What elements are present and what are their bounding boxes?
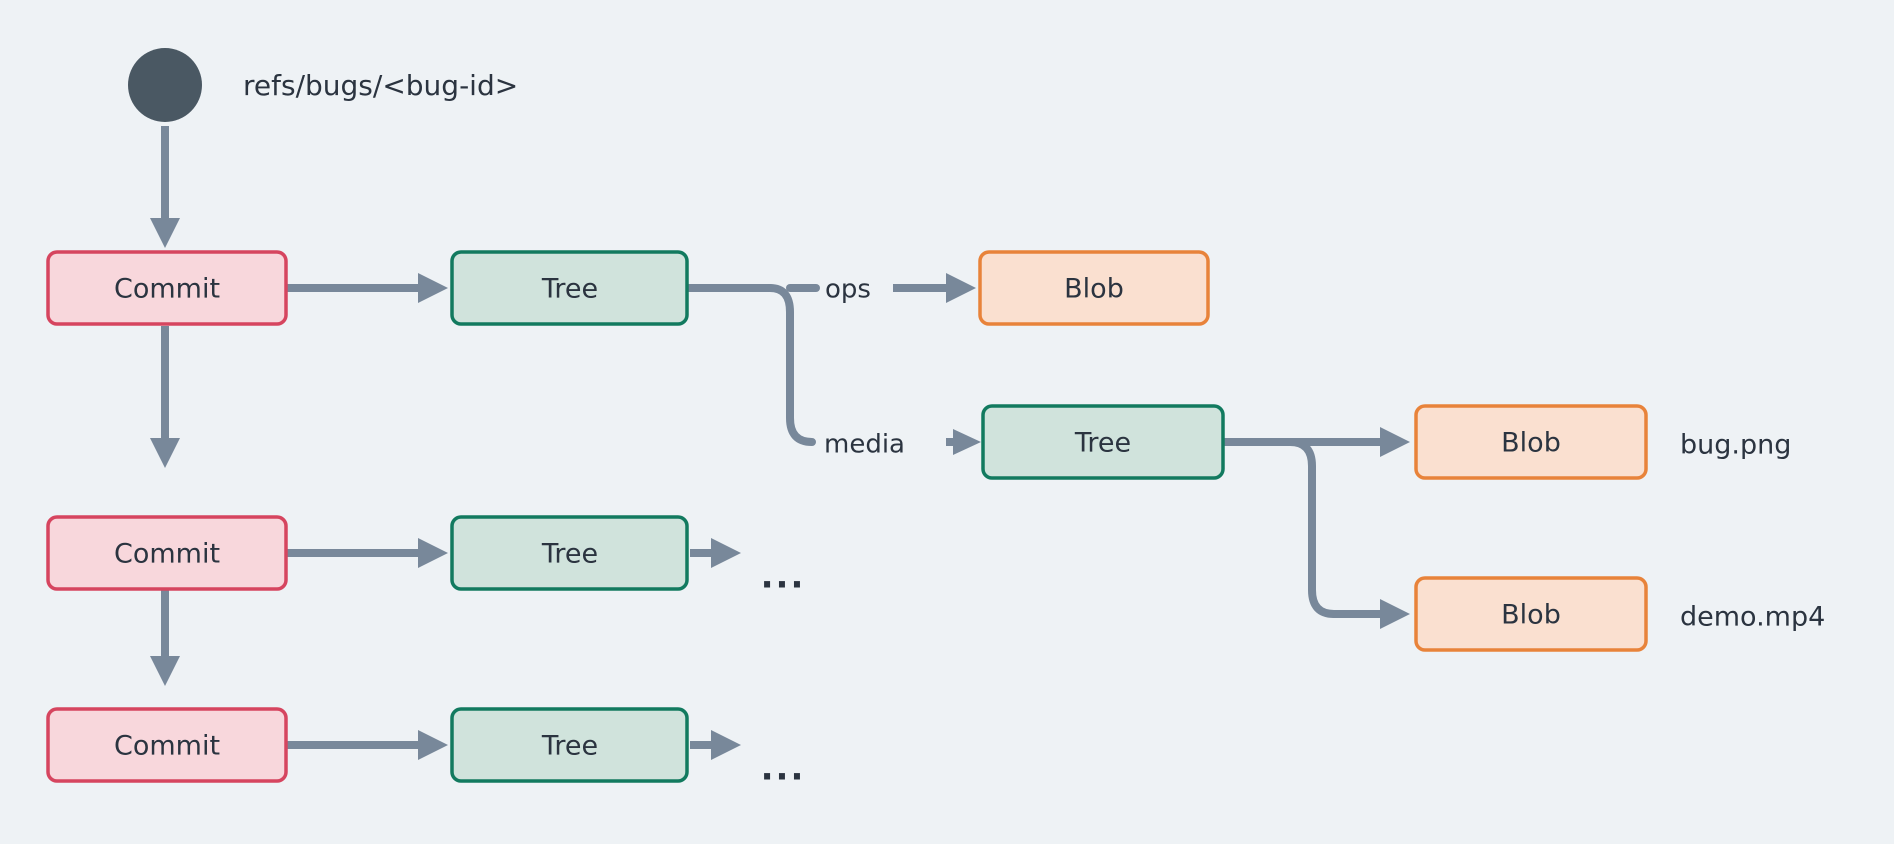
arrowhead-right-icon — [1380, 599, 1410, 629]
arrowhead-down-icon — [150, 218, 180, 248]
edge-commit1-to-commit2 — [150, 326, 180, 468]
arrowhead-down-icon — [150, 438, 180, 468]
arrowhead-right-icon — [418, 730, 448, 760]
ellipsis-row-2: ... — [761, 557, 806, 597]
arrowhead-right-icon — [1380, 427, 1410, 457]
node-tree-1-label: Tree — [541, 274, 598, 305]
file-label-bug-png: bug.png — [1680, 430, 1791, 461]
arrowhead-right-icon — [953, 429, 981, 455]
edge-media-to-treemedia — [946, 429, 981, 455]
edge-ref-to-commit1 — [150, 126, 180, 248]
node-tree-2-label: Tree — [541, 539, 598, 570]
edge-commit1-to-tree1 — [286, 273, 448, 303]
edge-treemedia-branch — [1218, 427, 1410, 629]
edge-commit3-to-tree3 — [286, 730, 448, 760]
node-blob-demo-label: Blob — [1501, 600, 1561, 631]
node-commit-3-label: Commit — [114, 731, 220, 762]
node-blob-ops[interactable]: Blob — [978, 250, 1210, 326]
node-tree-2[interactable]: Tree — [450, 515, 689, 591]
node-tree-media-label: Tree — [1074, 428, 1131, 459]
arrowhead-right-icon — [418, 273, 448, 303]
ellipsis-row-3: ... — [761, 749, 806, 789]
node-blob-ops-label: Blob — [1064, 274, 1124, 305]
node-blob-demo[interactable]: Blob — [1414, 576, 1648, 652]
edge-tree2-to-ellipsis — [690, 538, 741, 568]
edge-commit2-to-tree2 — [286, 538, 448, 568]
edge-label-media: media — [824, 430, 905, 460]
node-tree-3[interactable]: Tree — [450, 707, 689, 783]
edge-label-ops: ops — [825, 275, 871, 305]
node-commit-1[interactable]: Commit — [46, 250, 288, 326]
arrowhead-right-icon — [418, 538, 448, 568]
edge-tree3-to-ellipsis — [690, 730, 741, 760]
arrowhead-right-icon — [711, 538, 741, 568]
node-blob-bug-label: Blob — [1501, 428, 1561, 459]
node-tree-media[interactable]: Tree — [981, 404, 1225, 480]
node-tree-1[interactable]: Tree — [450, 250, 689, 326]
node-commit-2[interactable]: Commit — [46, 515, 288, 591]
ref-label: refs/bugs/<bug-id> — [243, 69, 518, 102]
node-commit-1-label: Commit — [114, 274, 220, 305]
arrowhead-down-icon — [150, 656, 180, 686]
node-blob-bug[interactable]: Blob — [1414, 404, 1648, 480]
node-commit-3[interactable]: Commit — [46, 707, 288, 783]
arrowhead-right-icon — [711, 730, 741, 760]
node-commit-2-label: Commit — [114, 539, 220, 570]
node-tree-3-label: Tree — [541, 731, 598, 762]
ref-dot-icon — [128, 48, 202, 122]
arrowhead-right-icon — [946, 273, 976, 303]
edge-tree1-branch — [682, 284, 820, 446]
edge-ops-to-blob — [893, 273, 976, 303]
file-label-demo-mp4: demo.mp4 — [1680, 602, 1825, 633]
